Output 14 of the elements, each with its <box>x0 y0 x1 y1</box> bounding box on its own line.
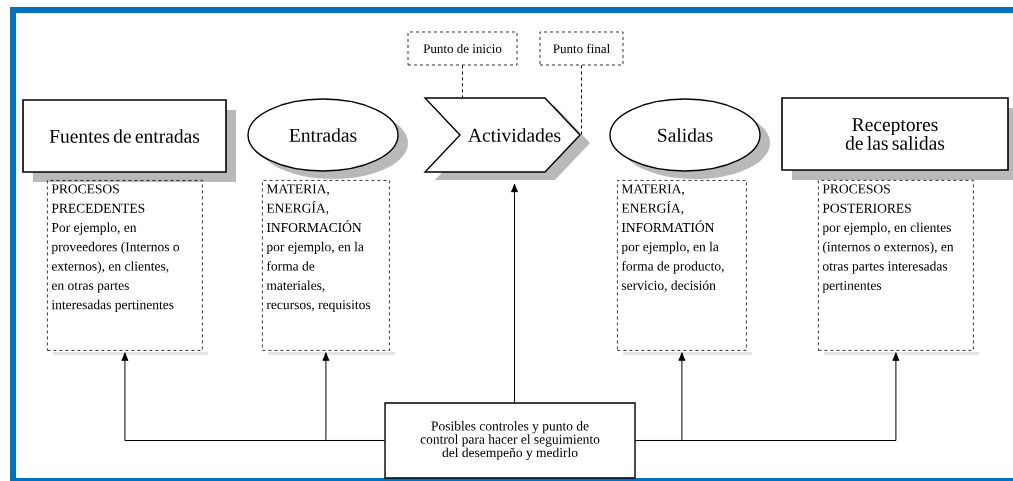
connector <box>462 64 463 99</box>
process-box: Receptores de las salidas <box>781 97 1013 180</box>
label-box: Punto final <box>539 31 624 66</box>
description-box: PROCESOS PRECEDENTES Por ejemplo, en proveedores (Internos o externos), en clientes, en otras partes interesadas pertinentes <box>47 180 208 355</box>
description-box: MATERIA, ENERGÍA, INFORMACIÓN por ejemplo, en la forma de materiales, recursos, requisitos <box>262 180 395 355</box>
process-box: Fuentes de entradas <box>22 99 236 182</box>
arrow <box>510 183 519 403</box>
connector <box>581 64 582 136</box>
label-box: Punto de inicio <box>407 31 518 66</box>
arrow <box>322 352 385 441</box>
arrow <box>635 352 900 441</box>
description-box: PROCESOS POSTERIORES por ejemplo, en clientes (internos o externos), en otras partes interesadas pertinentes <box>818 180 979 355</box>
description-box: MATERIA, ENERGÍA, INFORMATIÓN por ejemplo, en la forma de producto, servicio, decisión <box>617 180 752 355</box>
control-box: Posibles controles y punto de control para hacer el seguimiento del desempeño y medirlo <box>384 402 636 479</box>
